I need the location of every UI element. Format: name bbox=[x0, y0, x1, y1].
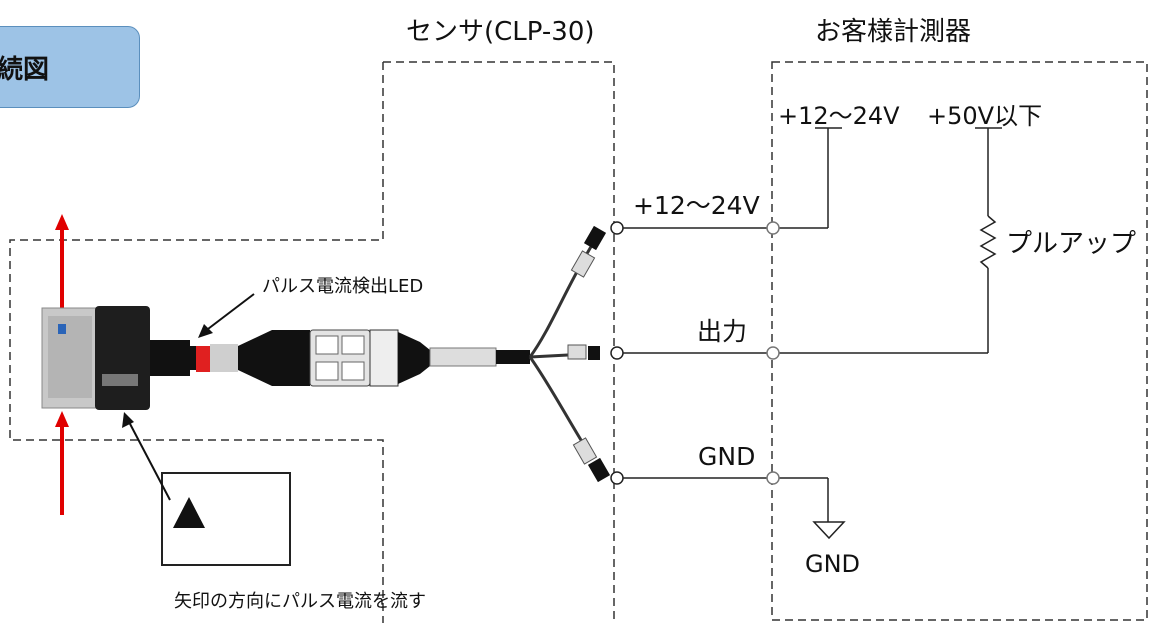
direction-pointer bbox=[127, 419, 171, 501]
led-callout-label: パルス電流検出LED bbox=[262, 276, 423, 297]
signal-wires bbox=[623, 127, 1002, 522]
junction-gnd bbox=[766, 471, 780, 485]
terminal-power bbox=[610, 221, 624, 235]
supply-label: +12〜24V bbox=[778, 102, 900, 130]
sensor-boundary bbox=[9, 61, 615, 623]
junction-output bbox=[766, 346, 780, 360]
customer-boundary bbox=[771, 61, 1148, 621]
output-wire-label: 出力 bbox=[697, 317, 747, 346]
title-tab: 続図 bbox=[0, 26, 140, 108]
power-wire-label: +12〜24V bbox=[633, 191, 760, 220]
title-tab-label: 続図 bbox=[0, 55, 50, 85]
direction-pointer-head bbox=[122, 412, 134, 428]
led-pointer-head bbox=[198, 324, 213, 338]
gnd-wire-label: GND bbox=[698, 442, 755, 471]
junction-power bbox=[766, 221, 780, 235]
bottom-arrow bbox=[55, 411, 69, 515]
ground-symbol bbox=[812, 521, 846, 540]
lead-terminals bbox=[567, 225, 611, 483]
direction-triangle-icon bbox=[173, 497, 205, 528]
customer-title: お客様計測器 bbox=[815, 17, 971, 47]
pullup-supply-label: +50V以下 bbox=[927, 102, 1042, 130]
sensor-head bbox=[41, 306, 212, 410]
direction-callout-label: 矢印の方向にパルス電流を流す bbox=[174, 591, 426, 612]
pullup-label: プルアップ bbox=[1006, 229, 1136, 259]
cable-connector bbox=[238, 329, 530, 387]
led-indicator bbox=[196, 344, 238, 372]
led-pointer bbox=[203, 293, 255, 333]
ground-label: GND bbox=[805, 550, 860, 578]
sensor-title: センサ(CLP-30) bbox=[406, 17, 595, 47]
terminal-gnd bbox=[610, 471, 624, 485]
terminal-output bbox=[610, 346, 624, 360]
